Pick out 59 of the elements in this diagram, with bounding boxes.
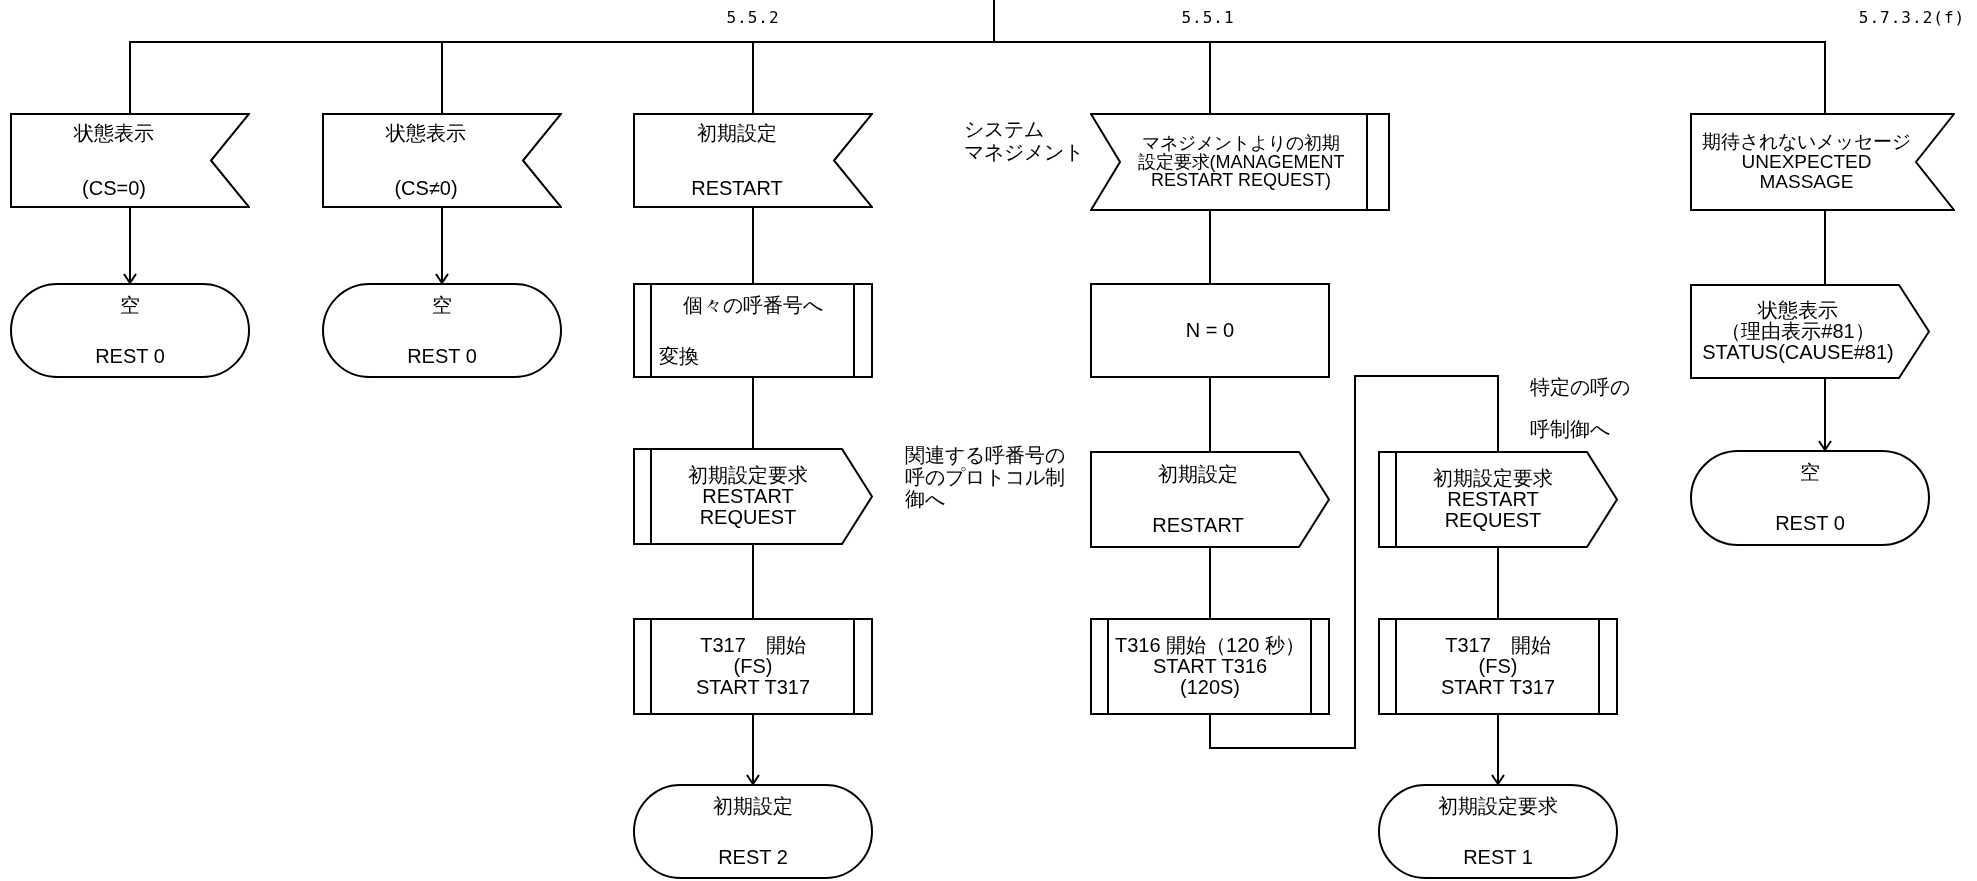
arrow	[123, 207, 137, 284]
node-label: UNEXPECTED MASSAGE	[1740, 152, 1873, 192]
flow-line	[1209, 210, 1211, 284]
arrow	[1491, 714, 1505, 785]
node-label: 初期設定要求	[1438, 795, 1558, 817]
node-label: 空	[1800, 462, 1820, 483]
comment-text: 関連する呼番号の呼のプロトコル制御へ	[905, 444, 1066, 510]
node-label: 状態表示	[74, 122, 154, 144]
node-label: RESTART REQUEST	[698, 486, 798, 528]
node-label: 初期設定要求	[1433, 468, 1553, 489]
node-label: 変換	[658, 345, 699, 367]
node-label: (CS=0)	[82, 177, 146, 199]
node-label: STATUS(CAUSE#81)	[1702, 342, 1894, 363]
node-label: REST 1	[1463, 846, 1533, 868]
comment-text: 特定の呼の呼制御へ	[1530, 375, 1631, 442]
section-number: 5.5.1	[1181, 8, 1235, 27]
arrow	[435, 207, 449, 284]
node-label: REST 0	[95, 345, 165, 367]
node-label: T316 開始（120 秒）	[1114, 635, 1306, 656]
node-label: 状態表示	[1758, 300, 1838, 321]
arrow	[746, 714, 760, 785]
node-label: RESTART	[1152, 514, 1244, 536]
flow-line	[1824, 210, 1826, 285]
node-label: 空	[120, 294, 140, 316]
node-label: T317 開始 (FS)	[1444, 635, 1552, 677]
node-label: RESTART	[691, 177, 783, 199]
node-label: （理由表示#81）	[1721, 321, 1875, 342]
node-label: 空	[432, 294, 452, 316]
section-number: 5.5.2	[726, 8, 780, 27]
flow-line	[752, 544, 754, 619]
node-label: 期待されないメッセージ	[1702, 132, 1911, 153]
node-label: 初期設定	[1158, 463, 1238, 485]
node-label: (CS≠0)	[394, 177, 458, 199]
node-label: 初期設定要求	[688, 465, 808, 486]
node-label: 初期設定	[713, 795, 793, 817]
comment-text: マネジメント	[964, 141, 1085, 163]
node-label: マネジメントよりの初期設定要求(MANAGEMENT RESTART REQUEST)	[1136, 133, 1346, 191]
section-number: 5.7.3.2(f)	[1858, 8, 1966, 27]
branch-line	[993, 0, 1826, 114]
node-label: RESTART REQUEST	[1443, 489, 1543, 531]
flow-line	[1209, 377, 1211, 452]
node-label: N = 0	[1185, 320, 1235, 341]
node-label: REST 0	[1775, 513, 1845, 534]
node-label: REST 0	[407, 345, 477, 367]
flow-line	[1209, 547, 1211, 619]
node-label: START T316 (120S)	[1152, 656, 1268, 698]
comment-text: システム	[964, 118, 1045, 140]
node-label: 初期設定	[697, 122, 777, 144]
node-label: START T317	[695, 677, 811, 698]
flow-line	[1497, 547, 1499, 619]
flow-line	[752, 377, 754, 449]
node-label: REST 2	[718, 846, 788, 868]
arrow	[1818, 378, 1832, 451]
node-label: 状態表示	[386, 122, 466, 144]
flow-line	[1209, 375, 1499, 749]
node-label: START T317	[1440, 677, 1556, 698]
flow-line	[752, 207, 754, 284]
node-label: 個々の呼番号へ	[683, 294, 823, 316]
node-label: T317 開始 (FS)	[699, 635, 807, 677]
